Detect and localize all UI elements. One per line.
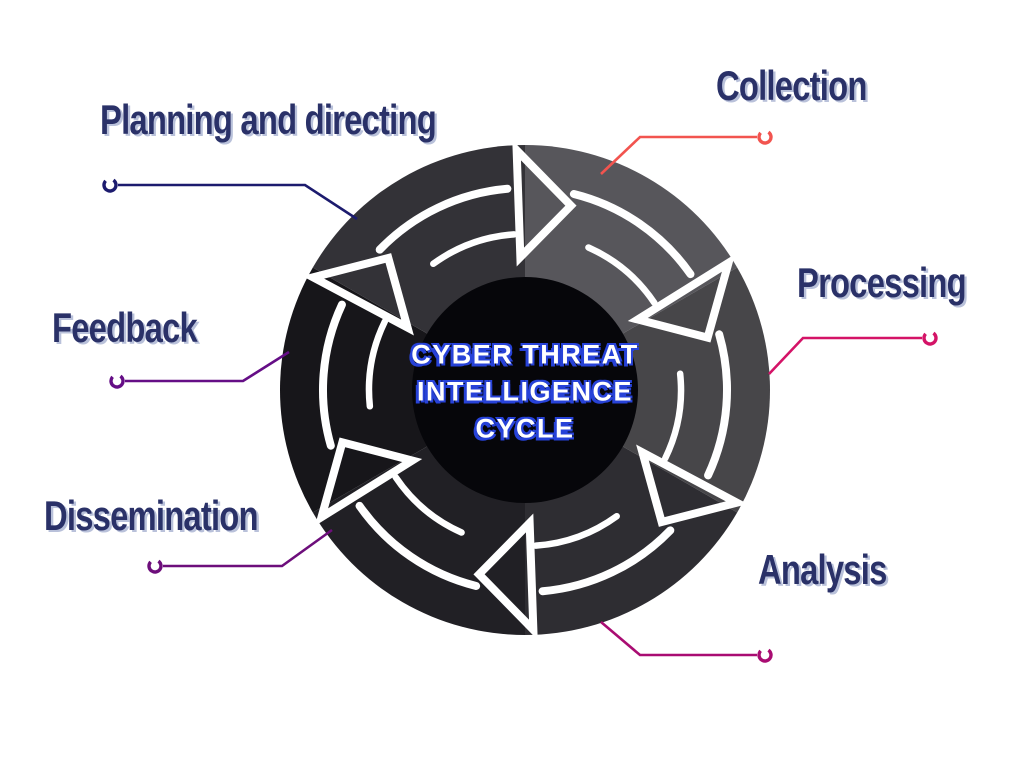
arrow-tail-feedback (319, 300, 346, 450)
stage-label-dissemination: Dissemination (44, 492, 259, 539)
diagram-title-line: INTELLIGENCE (416, 376, 634, 407)
arrow-tail-planning (430, 231, 518, 268)
stage-label-planning: Planning and directing (100, 96, 437, 143)
connector-node-planning (102, 177, 118, 193)
stage-label-collection: Collection (716, 62, 867, 109)
connector-line-planning (118, 183, 358, 221)
arrow-tail-collection (569, 190, 695, 279)
diagram-title-line: CYBER THREAT (411, 339, 639, 370)
arrow-head-feedback (302, 253, 414, 336)
arrow-head-processing (636, 444, 748, 527)
connector-line-feedback (125, 350, 290, 383)
wheel-center-disc (412, 277, 638, 503)
connector-line-processing (768, 336, 922, 375)
arrow-head-analysis (473, 513, 538, 641)
arrow-head-collection (627, 253, 736, 343)
arrow-tail-dissemination (392, 473, 465, 536)
connector-node-dissemination (147, 558, 163, 574)
stage-label-feedback: Feedback (52, 304, 198, 351)
arrow-head-dissemination (314, 437, 423, 527)
connector-line-collection (600, 135, 757, 175)
arrow-tail-planning (375, 184, 512, 254)
stage-label-processing: Processing (797, 259, 967, 306)
arrow-tail-processing (661, 370, 685, 462)
diagram-title: CYBER THREAT INTELLIGENCE CYCLE (411, 337, 639, 448)
stage-label-analysis: Analysis (758, 546, 887, 593)
diagram-title-line: CYCLE (475, 413, 575, 444)
connector-node-analysis (757, 647, 773, 663)
arrow-head-planning (512, 139, 577, 267)
arrow-tail-analysis (538, 526, 675, 596)
connector-node-processing (922, 330, 938, 346)
arrow-tail-analysis (532, 512, 620, 549)
arrow-tail-feedback (365, 318, 389, 410)
connector-node-collection (757, 129, 773, 145)
arrow-tail-processing (704, 330, 731, 480)
arrow-tail-dissemination (355, 501, 481, 590)
connector-line-dissemination (163, 528, 333, 568)
connector-node-feedback (109, 373, 125, 389)
arrow-tail-collection (585, 244, 658, 307)
connector-line-analysis (600, 621, 757, 657)
